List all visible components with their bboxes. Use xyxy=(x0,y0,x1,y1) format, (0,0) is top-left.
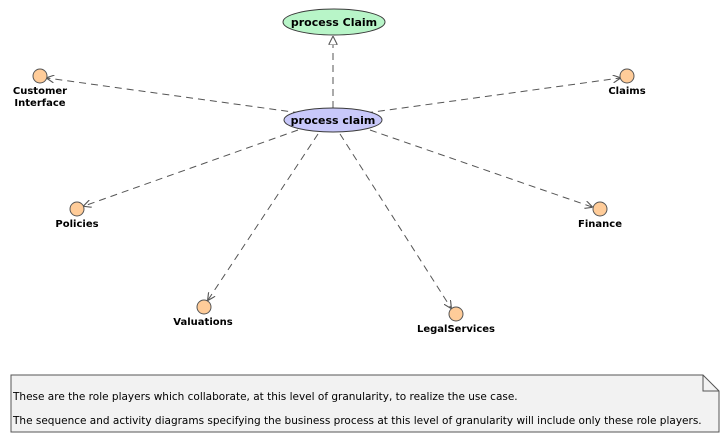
actor-icon xyxy=(448,306,464,322)
association-line-claims xyxy=(365,78,620,114)
usecase-label: process claim xyxy=(291,114,376,127)
actor-claims[interactable]: Claims xyxy=(608,68,646,97)
actor-valuations[interactable]: Valuations xyxy=(173,299,233,328)
actor-icon xyxy=(32,68,48,84)
usecase-process-claim-parent[interactable]: process Claim xyxy=(282,8,386,36)
actor-label: LegalServices xyxy=(417,324,495,335)
association-line-finance xyxy=(369,129,592,207)
actor-icon xyxy=(196,299,212,315)
actor-label: Customer xyxy=(13,86,67,97)
usecase-label: process Claim xyxy=(291,16,377,29)
actor-policies[interactable]: Policies xyxy=(55,201,99,230)
note-text-line-1: These are the role players which collabo… xyxy=(13,391,518,403)
actor-customer-interface[interactable]: Customer Interface xyxy=(13,68,67,109)
actor-icon xyxy=(69,201,85,217)
usecase-ellipse xyxy=(282,8,386,36)
actor-icon xyxy=(619,68,635,84)
actor-label: Valuations xyxy=(173,317,232,328)
actor-label: Interface xyxy=(14,98,65,109)
note-fold-corner xyxy=(702,375,719,392)
association-line-valuations xyxy=(208,133,319,300)
note: These are the role players which collabo… xyxy=(11,375,719,432)
association-line-customer-interface xyxy=(47,78,301,114)
association-line-legalservices xyxy=(339,133,451,308)
association-lines xyxy=(47,78,620,308)
actor-label: Policies xyxy=(55,219,98,230)
actor-label: Finance xyxy=(578,219,622,230)
association-line-policies xyxy=(84,129,299,206)
actor-icon xyxy=(592,201,608,217)
usecase-ellipse xyxy=(283,107,383,133)
actor-label: Claims xyxy=(608,86,645,97)
note-text-line-2: The sequence and activity diagrams speci… xyxy=(13,415,702,427)
note-shape xyxy=(10,374,720,433)
actor-finance[interactable]: Finance xyxy=(578,201,622,230)
actor-legalservices[interactable]: LegalServices xyxy=(417,306,495,335)
usecase-process-claim[interactable]: process claim xyxy=(283,107,383,133)
note-outline xyxy=(10,374,720,433)
